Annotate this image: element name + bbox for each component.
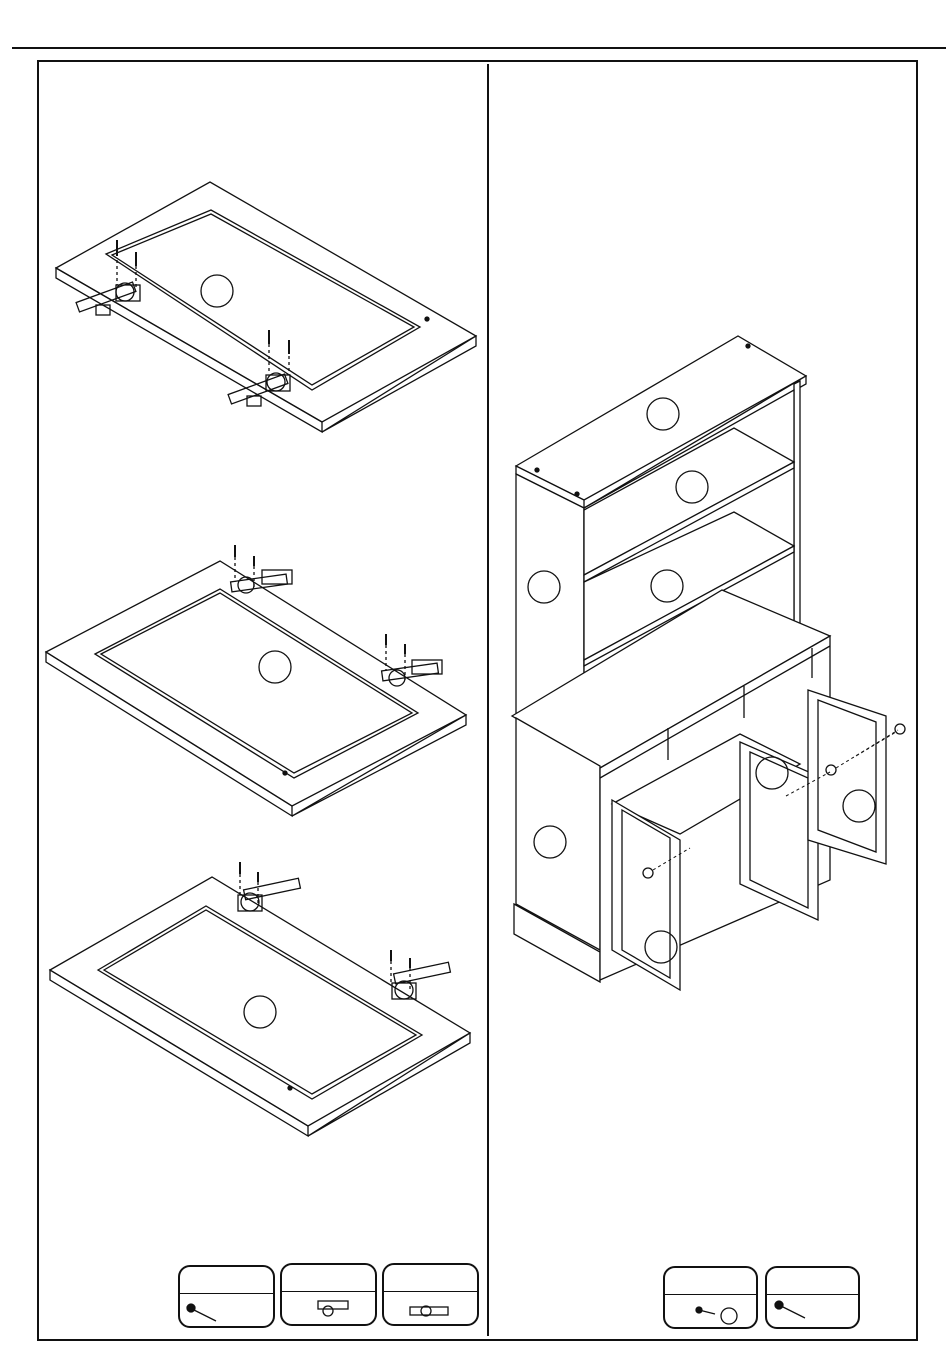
part-box-wood-screw-right [765, 1266, 860, 1329]
knob-and-screw-icon [665, 1296, 760, 1330]
hinge-icon [384, 1293, 481, 1327]
part-box-knob-and-screw [663, 1266, 758, 1329]
part-box-wood-screw [178, 1265, 275, 1328]
hutch-cabinet [512, 336, 905, 990]
wood-screw-icon [180, 1295, 277, 1329]
hinge-icon [282, 1293, 379, 1327]
wood-screw-icon [767, 1296, 862, 1330]
part-box-hinge-a [280, 1263, 377, 1326]
part-box-hinge-b [382, 1263, 479, 1326]
